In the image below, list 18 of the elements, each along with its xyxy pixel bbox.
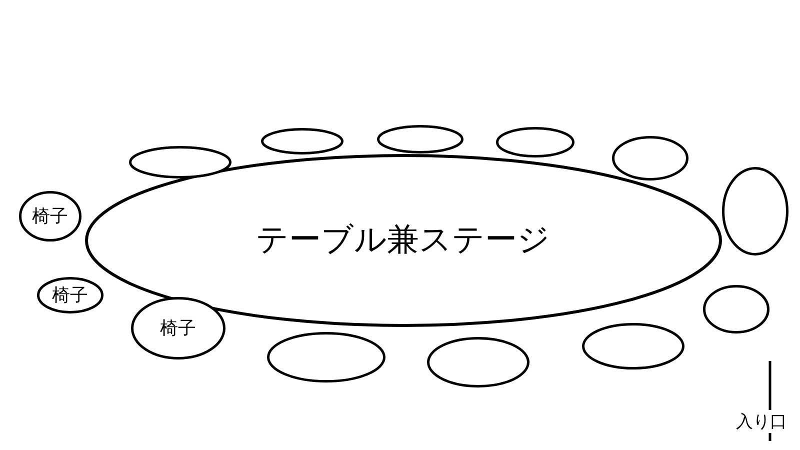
stage-table-label: テーブル兼ステージ [256,219,550,260]
chair-label: 椅子 [52,284,88,307]
chair [130,296,226,360]
chair [266,332,386,382]
chair [722,166,788,256]
chair [702,284,770,334]
chair [376,124,464,154]
chair [612,136,688,180]
chair [36,276,104,314]
entrance-label: 入り口 [736,410,787,433]
chair [496,126,574,158]
chair-label: 椅子 [32,205,68,228]
chair [426,336,530,388]
chair [582,322,684,370]
chair [128,146,232,178]
chair-label: 椅子 [160,317,196,340]
chair [18,190,82,242]
chair [260,128,344,154]
